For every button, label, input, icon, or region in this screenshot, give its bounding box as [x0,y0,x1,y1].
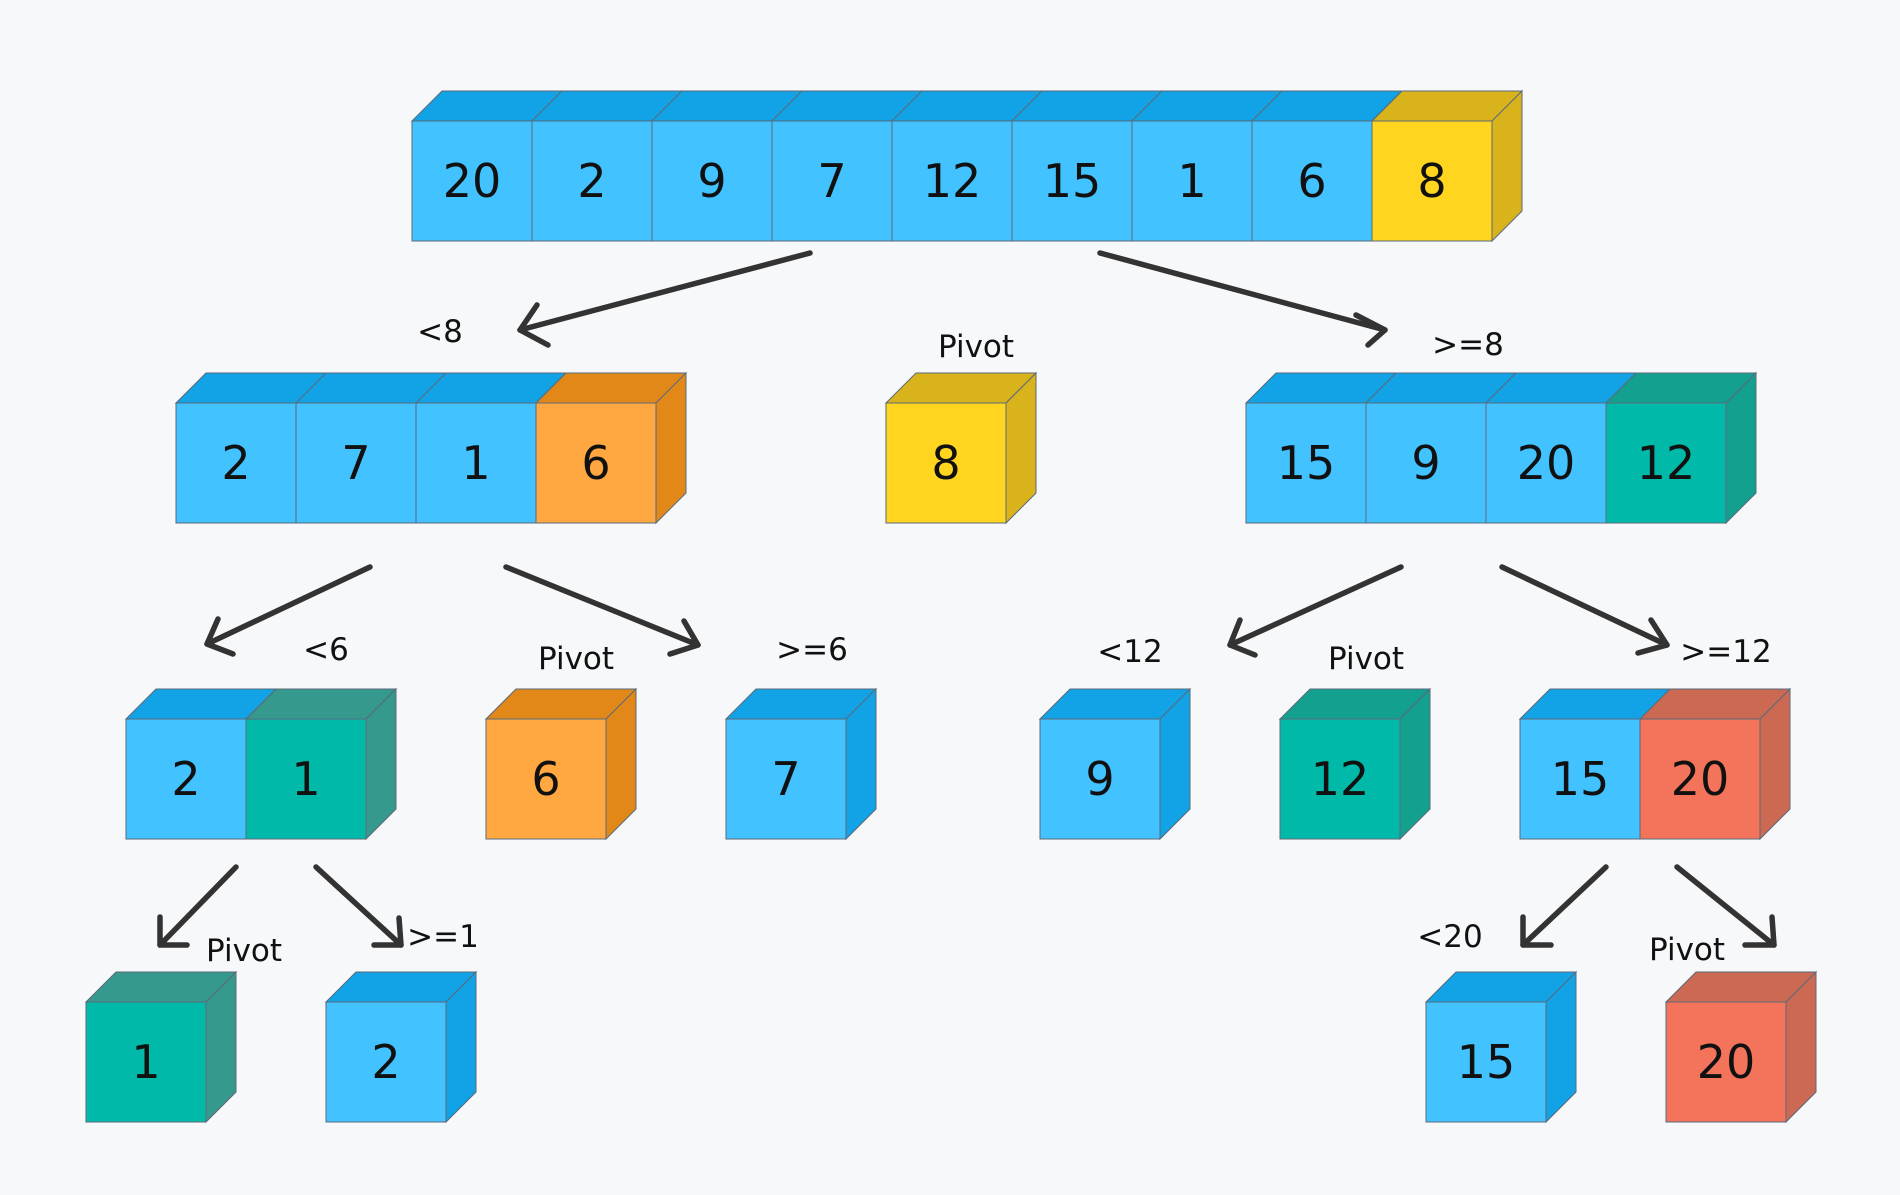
cube-front-face [325,1001,447,1123]
cube-front-face [725,718,847,840]
label-pivot-1: Pivot [206,933,282,969]
cube-front-face [531,120,653,242]
cube-front-face [1519,718,1641,840]
cube-value: 6 [531,752,560,806]
cube-front-face [1245,402,1367,524]
label-lt6: <6 [303,632,349,668]
cube-front-face [125,718,247,840]
cube-value: 12 [923,154,982,208]
row-pivot-20: 20 [1664,970,1818,1124]
row-left-lt8: 2 7 1 6 [174,371,688,525]
label-pivot-8: Pivot [938,329,1014,365]
cube-front-face [295,402,417,524]
label-lt20: <20 [1417,919,1482,955]
cube-value: 20 [1697,1035,1756,1089]
row-lt12: 9 [1038,687,1192,841]
cube-front-face [651,120,773,242]
row-right-ge8: 15 9 20 12 [1244,371,1758,525]
label-pivot-12: Pivot [1328,641,1404,677]
cube-value: 12 [1311,752,1370,806]
row-ge6: 7 [724,687,878,841]
cube-front-face [1665,1001,1787,1123]
cube-value: 6 [1297,154,1326,208]
arrow-lt6-to-ge1 [313,864,404,948]
cube-value: 20 [443,154,502,208]
cube-value: 9 [1411,436,1440,490]
cube-value: 1 [131,1035,160,1089]
arrow-ge12-to-pivot20 [1674,864,1777,948]
label-lt12: <12 [1097,634,1162,670]
cube-value: 20 [1517,436,1576,490]
cube-front-face [1639,718,1761,840]
label-lt8: <8 [417,314,463,350]
cube-value: 15 [1457,1035,1516,1089]
arrow-root-to-right [1097,250,1388,348]
cube-value: 1 [291,752,320,806]
cube-front-face [175,402,297,524]
cube-value: 1 [1177,154,1206,208]
cube-front-face [411,120,533,242]
cube-front-face [1371,120,1493,242]
cube-front-face [1605,402,1727,524]
cube-front-face [485,718,607,840]
arrow-lt6-to-pivot1 [157,864,239,948]
cube-value: 8 [1417,154,1446,208]
cube-value: 7 [817,154,846,208]
arrow-left-to-lt6 [204,564,373,657]
arrow-root-to-left [517,250,813,348]
label-ge1: >=1 [407,919,479,955]
row-ge1: 2 [324,970,478,1124]
label-pivot-6: Pivot [538,641,614,677]
cube-front-face [1039,718,1161,840]
cube-value: 15 [1277,436,1336,490]
cube-front-face [1131,120,1253,242]
row-pivot-6: 6 [484,687,638,841]
cube-value: 20 [1671,752,1730,806]
cube-front-face [891,120,1013,242]
cube-value: 7 [771,752,800,806]
cube-front-face [1279,718,1401,840]
cube-value: 2 [171,752,200,806]
cube-value: 9 [1085,752,1114,806]
cube-value: 6 [581,436,610,490]
row-lt20: 15 [1424,970,1578,1124]
cube-value: 12 [1637,436,1696,490]
cube-front-face [771,120,893,242]
cube-value: 15 [1043,154,1102,208]
row-pivot-8: 8 [884,371,1038,525]
cube-front-face [1011,120,1133,242]
cube-value: 9 [697,154,726,208]
label-ge12: >=12 [1680,634,1771,670]
cube-value: 7 [341,436,370,490]
label-pivot-20: Pivot [1649,932,1725,968]
arrow-right-to-lt12 [1227,564,1404,658]
cube-front-face [885,402,1007,524]
label-ge8: >=8 [1432,327,1504,363]
row-pivot-1: 1 [84,970,238,1124]
cube-value: 15 [1551,752,1610,806]
cube-value: 2 [221,436,250,490]
cube-front-face [1485,402,1607,524]
row-pivot-12: 12 [1278,687,1432,841]
arrow-right-to-ge12 [1499,564,1670,656]
cube-front-face [415,402,537,524]
label-ge6: >=6 [776,632,848,668]
cube-front-face [245,718,367,840]
cube-front-face [1425,1001,1547,1123]
cube-front-face [85,1001,207,1123]
arrow-ge12-to-lt20 [1520,864,1609,948]
cube-value: 2 [371,1035,400,1089]
row-root: 20 2 9 7 12 15 1 6 8 [410,89,1524,243]
arrow-left-to-ge6 [503,564,701,657]
cube-value: 2 [577,154,606,208]
cube-value: 1 [461,436,490,490]
cube-value: 8 [931,436,960,490]
cube-front-face [1365,402,1487,524]
cube-front-face [535,402,657,524]
